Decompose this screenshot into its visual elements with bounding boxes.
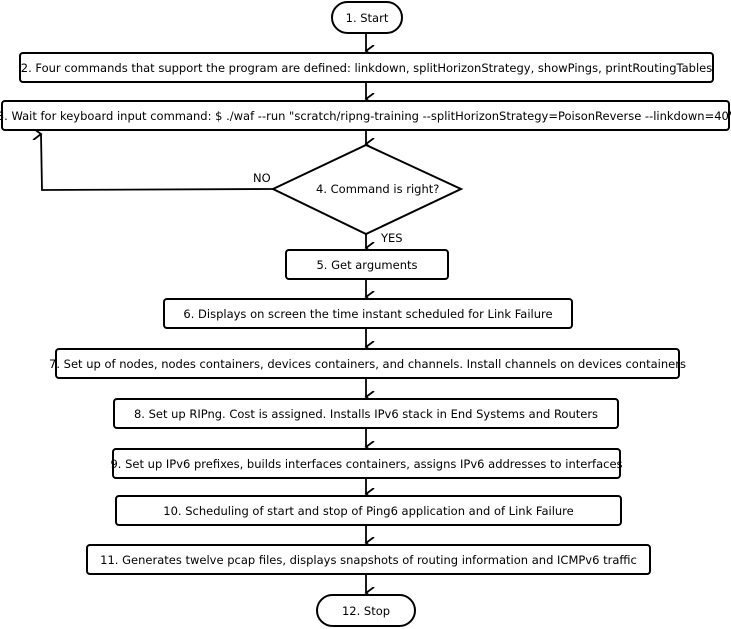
step-11-box: 11. Generates twelve pcap files, display… xyxy=(86,544,651,575)
step-5-box: 5. Get arguments xyxy=(285,249,449,280)
arrow-no-loop-back xyxy=(41,134,275,191)
step-6-box: 6. Displays on screen the time instant s… xyxy=(163,298,573,329)
decision-diamond xyxy=(270,143,464,236)
step-8-box: 8. Set up RIPng. Cost is assigned. Insta… xyxy=(113,398,619,429)
step-10-box: 10. Scheduling of start and stop of Ping… xyxy=(115,495,622,526)
start-terminal: 1. Start xyxy=(331,1,403,34)
stop-terminal: 12. Stop xyxy=(316,594,416,627)
step-3-box: 3. Wait for keyboard input command: $ ./… xyxy=(0,100,731,131)
step-7-box: 7. Set up of nodes, nodes containers, de… xyxy=(49,348,686,379)
decision-yes-label: YES xyxy=(381,231,403,245)
step-2-box: 2. Four commands that support the progra… xyxy=(19,52,714,83)
step-4-decision-text: 4. Command is right? xyxy=(316,182,440,196)
decision-no-label: NO xyxy=(253,171,271,185)
step-9-box: 9. Set up IPv6 prefixes, builds interfac… xyxy=(110,448,623,479)
